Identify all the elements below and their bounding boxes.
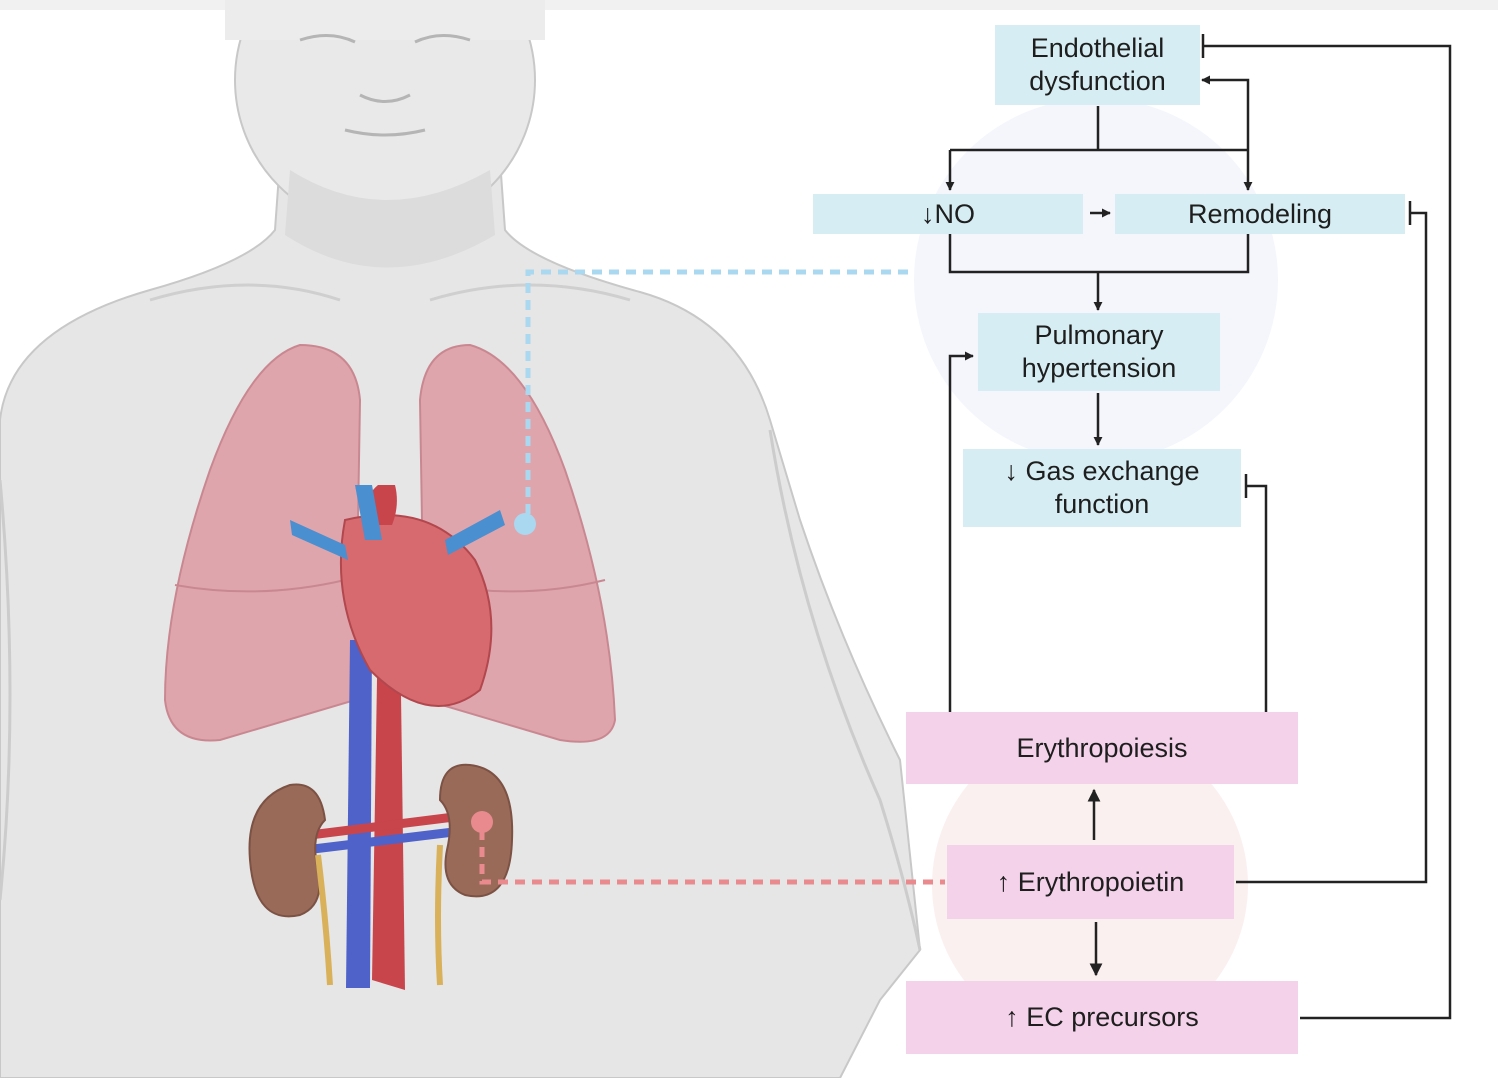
inhibit-epo-remodeling bbox=[1236, 211, 1428, 884]
right-eye bbox=[414, 34, 471, 44]
right-ureter bbox=[435, 844, 443, 986]
inhibit-erythropoiesis-gas bbox=[1246, 484, 1268, 712]
inhibit-ec-endothelial bbox=[1203, 44, 1452, 1020]
left-lung bbox=[163, 343, 362, 742]
renal-veins bbox=[304, 825, 471, 855]
left-arm-contour bbox=[0, 479, 12, 901]
node-ec-precursors: ↑ EC precursors bbox=[906, 981, 1298, 1054]
left-kidney bbox=[248, 783, 327, 918]
node-remodeling-label: Remodeling bbox=[1187, 198, 1333, 229]
node-erythropoietin-label: ↑ Erythropoietin bbox=[996, 866, 1185, 897]
heart bbox=[339, 514, 493, 707]
node-no-label: ↓NO bbox=[921, 198, 975, 229]
renal-arteries bbox=[309, 810, 471, 840]
left-pulmonary-vessel bbox=[290, 520, 348, 560]
flow-arrows bbox=[945, 34, 1452, 1020]
left-eye bbox=[299, 34, 356, 44]
node-endothelial-dysfunction: Endothelial dysfunction bbox=[995, 25, 1200, 105]
top-band bbox=[0, 0, 1498, 10]
node-gas-exchange-label: ↓ Gas exchange function bbox=[1004, 456, 1200, 519]
left-ureter bbox=[315, 854, 333, 986]
head-top bbox=[225, 0, 545, 40]
right-pulmonary-vessel bbox=[445, 510, 505, 555]
lung-connector-line bbox=[525, 269, 908, 518]
neck bbox=[285, 170, 495, 268]
node-erythropoiesis-label: Erythropoiesis bbox=[1016, 732, 1188, 763]
node-no: ↓NO bbox=[813, 194, 1083, 234]
node-pulmonary-hypertension: Pulmonary hypertension bbox=[978, 313, 1220, 391]
left-clavicle bbox=[149, 283, 341, 302]
kidney-connector-line bbox=[479, 830, 945, 885]
node-pulmonary-hypertension-label: Pulmonary hypertension bbox=[1021, 320, 1177, 383]
arrow-erythropoiesis-to-pulmonary bbox=[948, 351, 974, 712]
left-lung-fissure bbox=[174, 579, 346, 593]
node-endothelial-dysfunction-label: Endothelial dysfunction bbox=[1029, 33, 1166, 96]
mouth bbox=[344, 128, 426, 137]
node-remodeling: Remodeling bbox=[1115, 194, 1405, 234]
node-erythropoietin: ↑ Erythropoietin bbox=[947, 845, 1234, 919]
kidney-connector-dot bbox=[471, 811, 493, 833]
vena-cava bbox=[346, 640, 372, 988]
right-arm-contour bbox=[768, 429, 922, 951]
human-body-illustration bbox=[0, 0, 922, 1078]
aorta bbox=[372, 620, 405, 990]
node-gas-exchange: ↓ Gas exchange function bbox=[963, 449, 1241, 527]
arrow-remodeling-to-endothelial bbox=[1201, 75, 1250, 150]
nose bbox=[359, 93, 411, 103]
lung-connector-dot bbox=[514, 513, 536, 535]
superior-vena-cava bbox=[355, 485, 382, 540]
lung-group-background bbox=[914, 98, 1278, 462]
node-erythropoiesis: Erythropoiesis bbox=[906, 712, 1298, 784]
node-ec-precursors-label: ↑ EC precursors bbox=[1005, 1002, 1199, 1032]
